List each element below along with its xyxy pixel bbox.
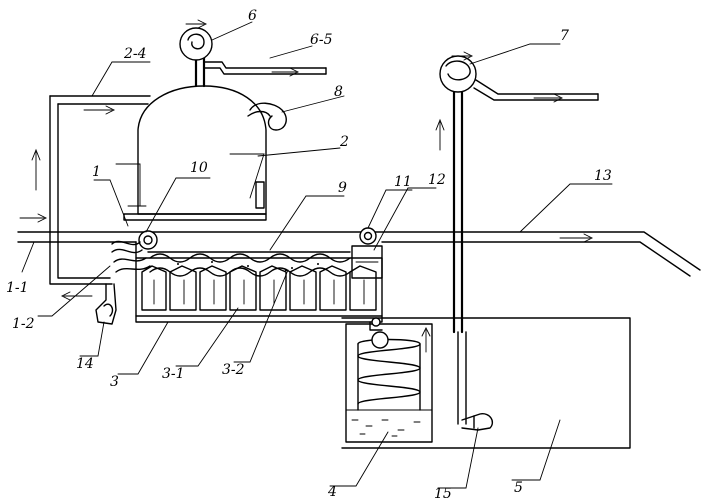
label-4: 4 bbox=[327, 484, 337, 500]
pump-8 bbox=[247, 102, 287, 131]
label-2-4: 2-4 bbox=[123, 46, 147, 62]
main-rail bbox=[17, 213, 701, 277]
label-12: 12 bbox=[428, 172, 446, 188]
vessel-4 bbox=[345, 323, 433, 443]
label-10: 10 bbox=[190, 160, 208, 176]
block-12 bbox=[351, 245, 383, 279]
label-1-2: 1-2 bbox=[12, 316, 35, 332]
motor-6 bbox=[179, 19, 327, 88]
label-6: 6 bbox=[248, 8, 257, 24]
label-3-1: 3-1 bbox=[162, 366, 185, 382]
leader-lines bbox=[21, 21, 613, 489]
label-1: 1 bbox=[92, 164, 101, 180]
label-9: 9 bbox=[338, 180, 347, 196]
reference-labels: 6 6-5 7 2-4 8 2 10 1 9 11 12 13 1-1 1-2 … bbox=[6, 8, 612, 501]
roller-10 bbox=[111, 230, 158, 273]
label-14: 14 bbox=[76, 356, 94, 372]
label-3: 3 bbox=[110, 374, 119, 390]
tank-5 bbox=[341, 317, 631, 449]
label-1-1: 1-1 bbox=[6, 280, 29, 296]
cells-3-1 bbox=[141, 265, 377, 311]
hood-2 bbox=[115, 85, 267, 221]
trough-3 bbox=[135, 257, 383, 331]
roller-11 bbox=[359, 227, 377, 245]
label-15: 15 bbox=[434, 486, 452, 501]
label-7: 7 bbox=[560, 28, 569, 44]
pump-14 bbox=[95, 283, 117, 325]
label-11: 11 bbox=[394, 174, 412, 190]
label-6-5: 6-5 bbox=[310, 32, 333, 48]
side-frame-2-4 bbox=[31, 95, 151, 301]
roller-chain-9 bbox=[147, 251, 351, 277]
label-2: 2 bbox=[339, 134, 349, 150]
label-5: 5 bbox=[514, 480, 523, 496]
label-3-2: 3-2 bbox=[222, 362, 245, 378]
pump-15 bbox=[461, 413, 494, 431]
label-13: 13 bbox=[594, 168, 612, 184]
label-8: 8 bbox=[334, 84, 343, 100]
motor-7 bbox=[435, 51, 599, 425]
